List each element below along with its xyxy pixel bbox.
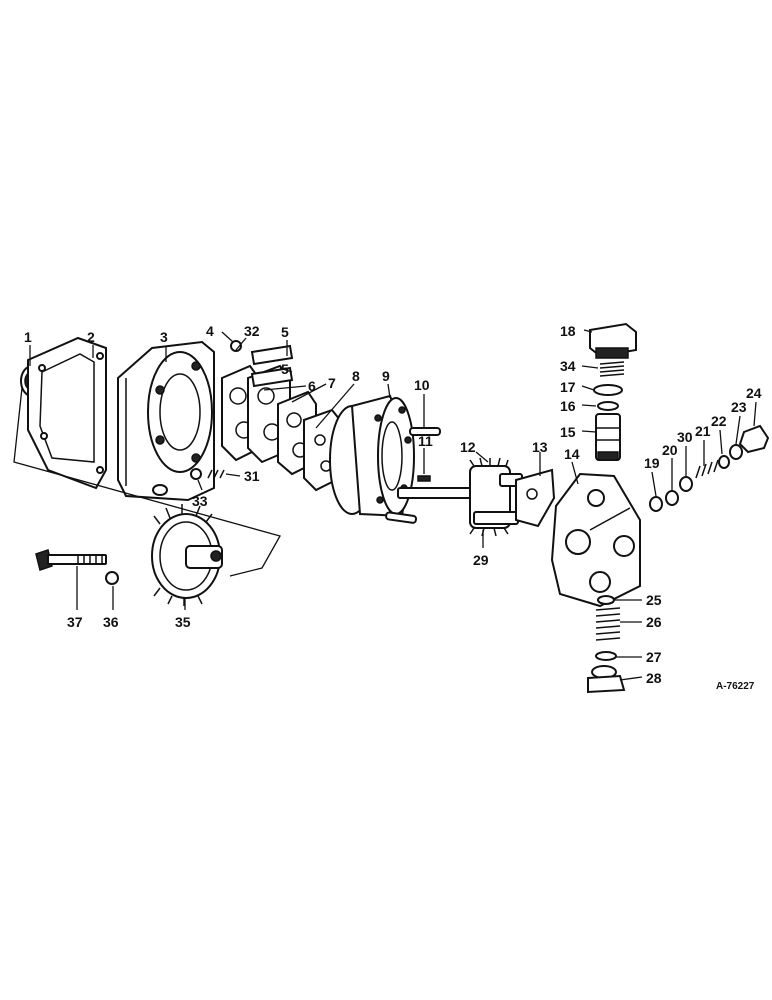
part-gasket	[27, 336, 107, 490]
callout-28: 28	[646, 670, 662, 686]
part-side-plug	[738, 424, 770, 454]
callout-24: 24	[746, 385, 762, 401]
part-side-seat	[665, 490, 679, 506]
callout-34: 34	[560, 358, 576, 374]
callout-21: 21	[695, 423, 711, 439]
callout-5a: 5	[281, 324, 289, 340]
callout-14: 14	[564, 446, 580, 462]
part-top-spring	[599, 361, 625, 377]
part-bottom-washer	[595, 651, 617, 661]
part-bottom-oring	[597, 595, 615, 605]
part-bottom-plug	[587, 665, 626, 694]
drawing-reference-code: A-76227	[716, 681, 755, 692]
callout-15: 15	[560, 424, 576, 440]
part-housing	[117, 340, 215, 502]
callout-7: 7	[328, 375, 336, 391]
part-bolt-washer-large	[105, 571, 119, 585]
callout-16: 16	[560, 398, 576, 414]
callout-25: 25	[646, 592, 662, 608]
callout-17: 17	[560, 379, 576, 395]
callout-20: 20	[662, 442, 678, 458]
callout-11: 11	[418, 433, 433, 449]
part-small-spring	[207, 469, 225, 479]
part-side-ball	[649, 496, 663, 512]
callout-27: 27	[646, 649, 662, 665]
callout-26: 26	[646, 614, 662, 630]
part-oring-upper	[593, 384, 623, 396]
part-drive-gear	[151, 504, 223, 606]
callout-33: 33	[192, 493, 208, 509]
part-washer	[597, 401, 619, 411]
callout-9: 9	[382, 368, 390, 384]
callout-8: 8	[352, 368, 360, 384]
part-side-oring-small	[718, 455, 730, 469]
callout-32: 32	[244, 323, 260, 339]
part-side-spring	[695, 459, 719, 479]
part-side-oring	[729, 444, 743, 460]
part-end-gasket	[515, 468, 556, 528]
assembly-bracket-line	[13, 387, 281, 577]
callout-36: 36	[103, 614, 119, 630]
part-long-bolt	[35, 549, 107, 571]
callout-19: 19	[644, 455, 660, 471]
callout-1: 1	[24, 329, 32, 345]
callout-37: 37	[67, 614, 83, 630]
callout-10: 10	[414, 377, 430, 393]
part-drive-gear-shaft	[397, 457, 523, 537]
callout-18: 18	[560, 323, 576, 339]
part-valve-body	[550, 472, 641, 608]
callout-31: 31	[244, 468, 260, 484]
callout-13: 13	[532, 439, 548, 455]
part-bolt-washer	[230, 340, 242, 352]
part-bottom-spring	[595, 607, 621, 641]
callout-35: 35	[175, 614, 191, 630]
part-key	[417, 475, 431, 482]
part-gear-body	[329, 394, 415, 518]
callout-30: 30	[677, 429, 693, 445]
callout-4: 4	[206, 323, 214, 339]
callout-labels: 1 2 3 4 32 5 5 6 7 8 9 10 11 12 13 14 18…	[24, 323, 762, 686]
callout-3: 3	[160, 329, 168, 345]
part-side-washer	[679, 476, 693, 492]
callout-6: 6	[308, 378, 316, 394]
callout-12: 12	[460, 439, 476, 455]
callout-29: 29	[473, 552, 489, 568]
part-dowel-pins	[385, 427, 441, 524]
callout-22: 22	[711, 413, 727, 429]
callout-23: 23	[731, 399, 747, 415]
part-top-plug	[589, 322, 637, 359]
callout-5b: 5	[281, 361, 289, 377]
callout-2: 2	[87, 329, 95, 345]
part-bolts	[250, 344, 294, 388]
leader-lines	[29, 329, 757, 681]
part-small-washer	[190, 468, 202, 480]
part-valve-spool	[595, 413, 621, 461]
